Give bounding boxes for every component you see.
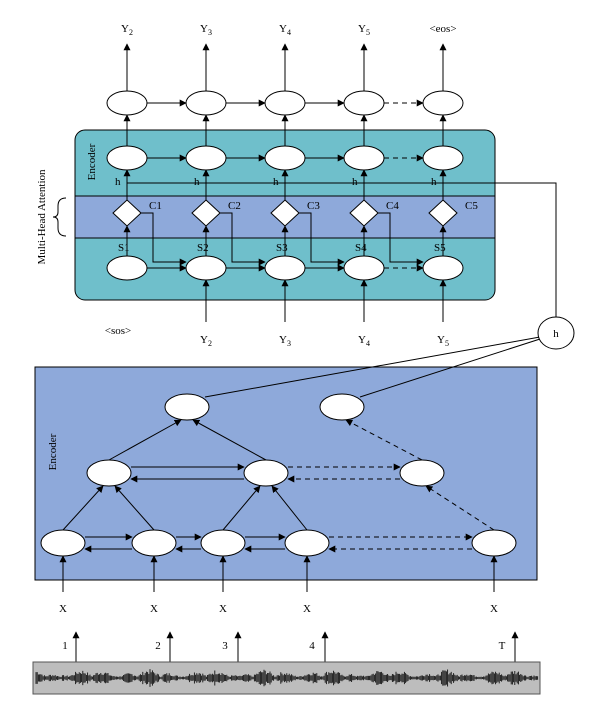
output-node-4 (343, 90, 385, 116)
decoder-node-1 (106, 145, 148, 171)
x-input-label-5: X (490, 603, 498, 615)
decoder-h-label-4: h (352, 176, 358, 188)
output-node-5 (422, 90, 464, 116)
encoder-mid-node-2 (243, 459, 289, 487)
attention-diamond-2 (191, 199, 221, 227)
x-input-label-3: X (219, 603, 227, 615)
context-label-2: C2 (228, 200, 241, 212)
decoder-h-label-3: h (273, 176, 279, 188)
state-label-1: S1 (118, 242, 130, 254)
h-to-encoder-top-1 (204, 336, 541, 398)
encoder-bottom-node-4 (284, 529, 330, 557)
attention-diamond-1 (112, 199, 142, 227)
context-label-1: C1 (149, 200, 162, 212)
context-to-s5-arrow (377, 212, 424, 266)
context-label-5: C5 (465, 200, 478, 212)
time-marker-label-4: 4 (309, 640, 315, 652)
encoder-bottom-node-5 (471, 529, 517, 557)
decoder-block-label: Encoder (86, 143, 98, 180)
state-node-2 (185, 255, 227, 281)
input-label-y5: Y5 (437, 334, 449, 348)
time-marker-label-3: 3 (222, 640, 228, 652)
decoder-node-5 (422, 145, 464, 171)
h-to-encoder-top-2 (359, 338, 541, 398)
x-input-label-1: X (59, 603, 67, 615)
encoder-mid-node-1 (86, 459, 132, 487)
output-node-2 (185, 90, 227, 116)
attention-brace (52, 197, 67, 237)
attention-diamond-5 (428, 199, 458, 227)
decoder-node-3 (264, 145, 306, 171)
multi-head-attention-label: Multi-Head Attention (36, 169, 48, 265)
encoder-block-label: Encoder (47, 433, 59, 470)
output-node-3 (264, 90, 306, 116)
hidden-state-label: h (553, 328, 559, 340)
enc-l1-4-to-l2-2 (271, 485, 308, 531)
state-node-4 (343, 255, 385, 281)
input-label-y4: Y4 (358, 334, 370, 348)
state-label-4: S4 (355, 242, 367, 254)
x-input-label-2: X (150, 603, 158, 615)
enc-l1-1-to-l2-1 (62, 485, 104, 531)
decoder-node-4 (343, 145, 385, 171)
encoder-top-node-2 (319, 393, 365, 421)
output-label-y3: Y3 (200, 23, 212, 37)
output-label-y4: Y4 (279, 23, 291, 37)
state-label-2: S2 (197, 242, 209, 254)
enc-l1-2-to-l2-1 (114, 485, 155, 531)
output-label-y2: Y2 (121, 23, 133, 37)
time-marker-label-1: 1 (62, 640, 68, 652)
x-input-label-4: X (303, 603, 311, 615)
decoder-h-label-2: h (194, 176, 200, 188)
encoder-bottom-node-2 (131, 529, 177, 557)
decoder-node-2 (185, 145, 227, 171)
encoder-top-node-1 (164, 393, 210, 421)
state-node-5 (422, 255, 464, 281)
waveform-signal (35, 669, 539, 687)
context-to-s4-arrow (298, 212, 345, 266)
state-label-5: S5 (434, 242, 446, 254)
state-node-3 (264, 255, 306, 281)
state-label-3: S3 (276, 242, 288, 254)
enc-l1-3-to-l2-2 (222, 485, 261, 531)
enc-l2-2-to-l3-1 (192, 419, 267, 461)
context-label-4: C4 (386, 200, 399, 212)
decoder-h-label-5: h (431, 176, 437, 188)
output-node-1 (106, 90, 148, 116)
h-feed-line (127, 182, 557, 317)
input-label-y3: Y3 (279, 334, 291, 348)
decoder-h-label-1: h (115, 176, 121, 188)
attention-diamond-3 (270, 199, 300, 227)
sos-label: <sos> (105, 325, 131, 337)
context-to-s3-arrow (219, 212, 266, 266)
encoder-bottom-node-3 (200, 529, 246, 557)
time-marker-label-5: T (499, 640, 506, 652)
output-label-y5: Y5 (358, 23, 370, 37)
audio-waveform (32, 661, 541, 695)
state-node-1 (106, 255, 148, 281)
hidden-state-node (537, 316, 575, 350)
time-marker-label-2: 2 (155, 640, 161, 652)
encoder-bottom-node-1 (40, 529, 86, 557)
context-label-3: C3 (307, 200, 320, 212)
encoder-mid-node-3 (399, 459, 445, 487)
context-to-s2-arrow (140, 212, 187, 266)
attention-diamond-4 (349, 199, 379, 227)
input-label-y2: Y2 (200, 334, 212, 348)
enc-l1-5-to-l2-3 (425, 485, 495, 531)
enc-l2-1-to-l3-1 (108, 419, 182, 461)
output-label-eos: <eos> (429, 23, 456, 35)
